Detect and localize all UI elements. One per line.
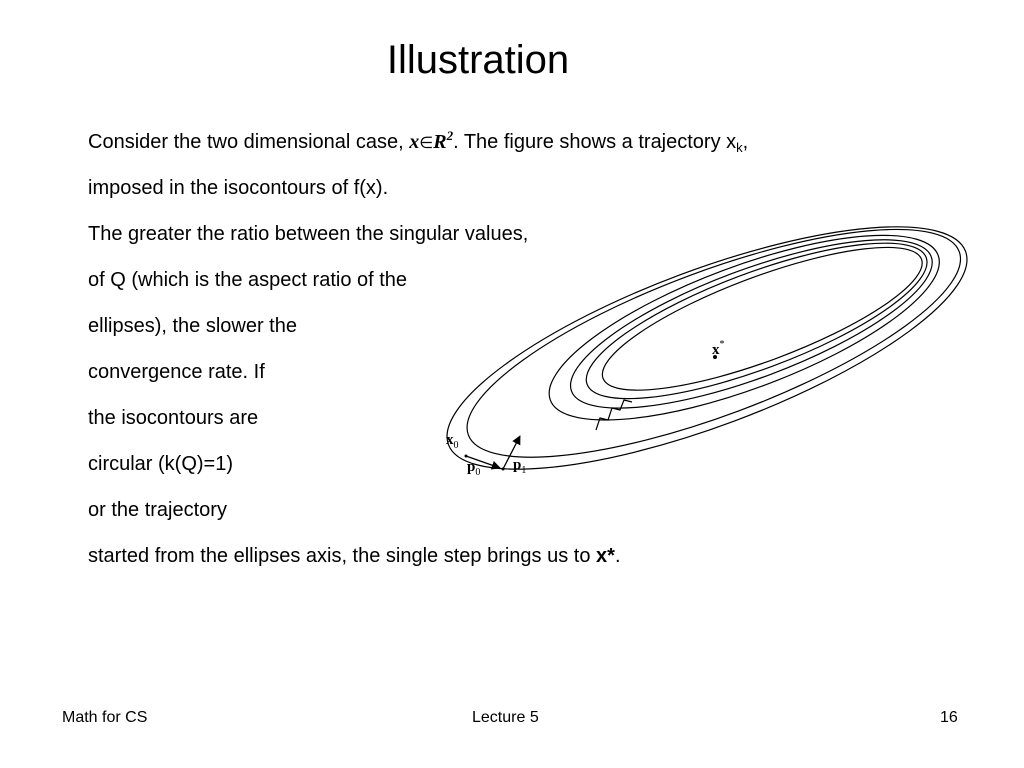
text-line-10: started from the ellipses axis, the sing…	[88, 544, 621, 568]
text-line-5: ellipses), the slower the	[88, 315, 297, 337]
label-p1: p1	[513, 457, 526, 476]
text-line-2: imposed in the isocontours of f(x).	[88, 177, 389, 199]
p0-point	[501, 467, 505, 471]
text-line-6: convergence rate. If	[88, 361, 265, 383]
label-x0: x0	[446, 432, 459, 451]
trajectory-zigzag	[595, 399, 633, 431]
text-line-1: Consider the two dimensional case, x∈R2.…	[88, 128, 749, 156]
footer-course: Math for CS	[62, 709, 148, 726]
text-line-4: of Q (which is the aspect ratio of the	[88, 269, 408, 291]
line10-post: .	[614, 545, 621, 567]
line1-sub-k: k	[736, 140, 743, 155]
footer-lecture: Lecture 5	[472, 709, 539, 726]
label-p0: p0	[467, 459, 480, 478]
isocontour-ellipse-5	[585, 242, 928, 400]
text-line-8: circular (k(Q)=1)	[88, 453, 234, 475]
text-line-7: the isocontours are	[88, 407, 259, 429]
line1-post: ,	[742, 131, 749, 153]
isocontour-ellipse-3	[548, 234, 940, 421]
isocontour-ellipse-2	[466, 228, 962, 458]
label-x-star: x*	[712, 339, 725, 358]
text-line-3: The greater the ratio between the singul…	[88, 223, 529, 245]
isocontour-figure: x0 x* p0 p1	[446, 226, 968, 478]
isocontour-ellipse-6	[601, 246, 923, 391]
x-star-point	[713, 355, 717, 359]
math-x-in-r2: x∈R2	[409, 128, 454, 153]
isocontour-ellipse-4	[569, 239, 933, 409]
isocontour-ellipse-1	[446, 226, 968, 470]
line1-pre: Consider the two dimensional case,	[88, 131, 410, 153]
slide-title: Illustration	[386, 38, 570, 82]
step-arrow-p1	[502, 435, 521, 470]
text-line-9: or the trajectory	[88, 499, 227, 521]
x0-point	[464, 454, 468, 458]
footer-page-number: 16	[940, 709, 958, 726]
x-star-bold: x*	[596, 545, 615, 567]
line1-mid: . The figure shows a trajectory x	[453, 131, 737, 153]
line10-pre: started from the ellipses axis, the sing…	[88, 545, 597, 567]
step-arrow-p0	[465, 455, 501, 470]
